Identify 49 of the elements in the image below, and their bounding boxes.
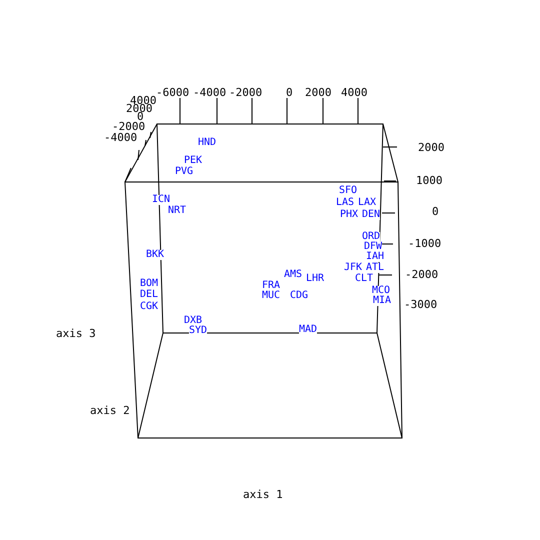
point-label: MIA xyxy=(373,296,392,306)
point-label: CDG xyxy=(290,291,308,301)
tick-label: -6000 xyxy=(156,88,190,98)
tick-label: 0 xyxy=(286,88,293,98)
point-label: CLT xyxy=(355,274,374,284)
axis-label: axis 1 xyxy=(243,490,283,500)
tick-label: -3000 xyxy=(404,300,438,310)
tick-label: 4000 xyxy=(341,88,368,98)
point-label: PVG xyxy=(175,167,194,177)
tick-label: 1000 xyxy=(416,176,442,186)
point-label: ICN xyxy=(152,195,170,205)
point-label: MAD xyxy=(299,325,318,335)
point-label: DFW xyxy=(364,242,382,252)
point-label: LAX xyxy=(358,198,376,208)
tick-label: -2000 xyxy=(112,122,146,132)
tick-label: 0 xyxy=(432,207,439,217)
point-label: PEK xyxy=(184,156,202,166)
point-label: DXB xyxy=(184,316,202,326)
point-label: BOM xyxy=(140,279,158,289)
point-label: SFO xyxy=(339,186,358,196)
point-label: DEN xyxy=(362,210,380,220)
point-label: CGK xyxy=(140,302,158,312)
tick-label: 2000 xyxy=(126,104,152,114)
point-label: PHX xyxy=(340,210,358,220)
point-label: LAS xyxy=(336,198,354,208)
axis-label: axis 3 xyxy=(56,329,96,339)
point-label: ORD xyxy=(362,232,380,242)
point-label: LHR xyxy=(306,274,324,284)
point-label: DEL xyxy=(140,290,158,300)
point-label: NRT xyxy=(168,206,186,216)
tick-label: 2000 xyxy=(418,143,444,153)
tick-label: -1000 xyxy=(408,239,442,249)
point-label: FRA xyxy=(262,281,280,291)
tick-label: -4000 xyxy=(193,88,226,98)
tick-label: -2000 xyxy=(405,270,438,280)
tick-label: 0 xyxy=(137,112,144,122)
point-label: IAH xyxy=(366,252,384,262)
point-label: AMS xyxy=(284,270,302,280)
tick-label: -2000 xyxy=(229,88,262,98)
point-label: BKK xyxy=(146,250,164,260)
point-label: JFK xyxy=(344,263,362,273)
tick-label: -4000 xyxy=(104,133,138,143)
point-label: MUC xyxy=(262,291,280,301)
point-label: SYD xyxy=(189,326,208,336)
point-label: ATL xyxy=(366,263,384,273)
point-label: HND xyxy=(198,138,216,148)
point-label: MCO xyxy=(372,286,390,296)
tick-label: 2000 xyxy=(305,88,332,98)
axis-label: axis 2 xyxy=(90,406,130,416)
